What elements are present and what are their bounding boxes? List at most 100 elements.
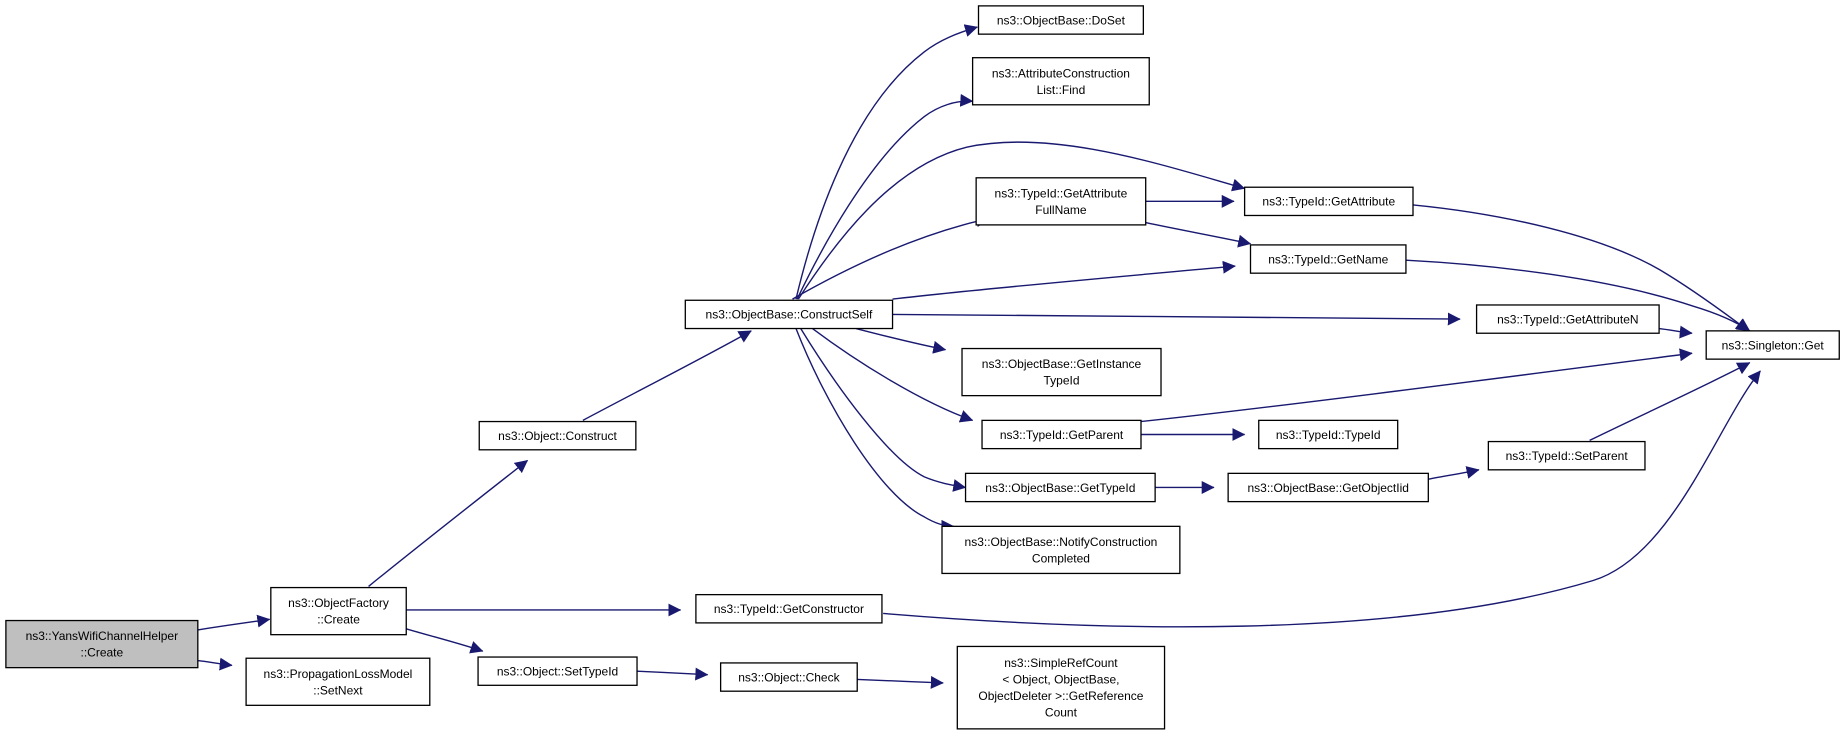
node-simplerefcount[interactable]: ns3::SimpleRefCount< Object, ObjectBase,…	[956, 645, 1166, 730]
node-notifyconstruction[interactable]: ns3::ObjectBase::NotifyConstructionCompl…	[941, 525, 1181, 575]
node-label: ns3::AttributeConstruction	[992, 66, 1130, 80]
edge-factory-create-to-object-settypeid	[406, 629, 484, 654]
edge-getattribute-to-singleton-get	[1413, 205, 1750, 331]
node-layer: ns3::YansWifiChannelHelper::Createns3::O…	[5, 5, 1840, 730]
edge-constructself-to-notifyconstruction	[796, 329, 955, 533]
edge-constructself-to-getattributen	[893, 312, 1461, 326]
node-label: ns3::ObjectBase::NotifyConstruction	[965, 535, 1158, 549]
node-getattribute[interactable]: ns3::TypeId::GetAttribute	[1243, 186, 1414, 217]
node-box	[719, 662, 858, 692]
node-box	[477, 656, 638, 686]
node-box	[971, 57, 1150, 106]
node-box	[1705, 330, 1840, 360]
node-doset[interactable]: ns3::ObjectBase::DoSet	[977, 5, 1145, 35]
node-label: ns3::Object::Check	[738, 670, 840, 684]
node-object-check[interactable]: ns3::Object::Check	[719, 662, 858, 692]
edge-constructself-to-getname	[893, 260, 1236, 299]
node-box	[1243, 186, 1414, 217]
node-label: ::Create	[81, 646, 124, 660]
edge-constructself-to-ob-gettypeid	[801, 329, 967, 492]
node-getname[interactable]: ns3::TypeId::GetName	[1249, 244, 1407, 274]
edge-typeid-getparent-to-singleton-get	[1141, 348, 1693, 421]
node-box	[695, 593, 883, 624]
node-getattributen[interactable]: ns3::TypeId::GetAttributeN	[1475, 304, 1660, 334]
node-label: ns3::ObjectBase::ConstructSelf	[706, 308, 873, 322]
node-label: ns3::ObjectFactory	[288, 596, 389, 610]
node-label: ns3::YansWifiChannelHelper	[26, 629, 179, 643]
node-box	[1487, 440, 1646, 471]
node-label: ns3::Object::Construct	[498, 429, 617, 443]
node-label: List::Find	[1037, 83, 1086, 97]
node-box	[270, 586, 407, 636]
node-box	[964, 472, 1156, 503]
node-constructself[interactable]: ns3::ObjectBase::ConstructSelf	[684, 299, 894, 330]
edge-factory-create-to-object-construct	[369, 460, 529, 586]
edge-constructself-to-typeid-getparent	[812, 329, 974, 423]
edge-constructself-to-getattrfullname	[792, 214, 990, 299]
edge-getconstructor-to-singleton-get	[883, 371, 1760, 627]
node-label: ns3::TypeId::GetParent	[1000, 428, 1124, 442]
edge-constructself-to-doset	[796, 24, 978, 299]
edge-yans-create-to-prop-setnext	[198, 657, 233, 671]
node-label: ns3::ObjectBase::DoSet	[997, 13, 1126, 27]
node-box	[684, 299, 894, 330]
node-label: ns3::Singleton::Get	[1722, 338, 1825, 352]
edge-getname-to-singleton-get	[1406, 260, 1751, 331]
node-label: ns3::ObjectBase::GetInstance	[982, 357, 1142, 371]
edge-layer	[198, 24, 1761, 689]
node-object-settypeid[interactable]: ns3::Object::SetTypeId	[477, 656, 638, 686]
node-typeid-typeid[interactable]: ns3::TypeId::TypeId	[1258, 419, 1399, 450]
edge-object-construct-to-constructself	[583, 331, 752, 420]
edge-object-check-to-simplerefcount	[857, 675, 944, 689]
node-box	[1249, 244, 1407, 274]
node-box	[478, 420, 637, 451]
node-typeid-getparent[interactable]: ns3::TypeId::GetParent	[981, 419, 1142, 450]
node-label: ns3::PropagationLossModel	[264, 667, 413, 681]
edge-getattrfullname-to-getname	[1146, 223, 1252, 248]
node-yans-create[interactable]: ns3::YansWifiChannelHelper::Create	[5, 619, 199, 669]
node-box	[5, 619, 199, 669]
node-label: ns3::ObjectBase::GetObjectIid	[1248, 481, 1409, 495]
node-object-construct[interactable]: ns3::Object::Construct	[478, 420, 637, 451]
node-box	[956, 645, 1166, 730]
node-getconstructor[interactable]: ns3::TypeId::GetConstructor	[695, 593, 883, 624]
node-box	[245, 657, 431, 706]
node-getobjectiid[interactable]: ns3::ObjectBase::GetObjectIid	[1227, 472, 1429, 503]
node-label: ns3::TypeId::GetAttribute	[1262, 195, 1395, 209]
node-factory-create[interactable]: ns3::ObjectFactory::Create	[270, 586, 407, 636]
node-label: < Object, ObjectBase,	[1002, 673, 1119, 687]
node-ob-gettypeid[interactable]: ns3::ObjectBase::GetTypeId	[964, 472, 1156, 503]
edge-constructself-to-acl-find	[797, 93, 974, 299]
edge-yans-create-to-factory-create	[198, 614, 271, 630]
node-label: ::Create	[317, 613, 360, 627]
node-label: ns3::TypeId::GetName	[1268, 252, 1388, 266]
node-box	[1227, 472, 1429, 503]
node-prop-setnext[interactable]: ns3::PropagationLossModel::SetNext	[245, 657, 431, 706]
node-label: ns3::Object::SetTypeId	[497, 664, 618, 678]
node-box	[1475, 304, 1660, 334]
node-label: ns3::TypeId::GetConstructor	[714, 602, 864, 616]
node-box	[977, 5, 1145, 35]
node-label: FullName	[1035, 203, 1087, 217]
node-label: ns3::SimpleRefCount	[1004, 656, 1118, 670]
node-box	[1258, 419, 1399, 450]
node-label: ns3::TypeId::SetParent	[1506, 449, 1629, 463]
edge-typeid-setparent-to-singleton-get	[1590, 363, 1751, 441]
node-label: ObjectDeleter >::GetReference	[978, 689, 1143, 703]
node-label: ns3::TypeId::GetAttribute	[995, 186, 1128, 200]
node-singleton-get[interactable]: ns3::Singleton::Get	[1705, 330, 1840, 360]
edge-constructself-to-getinstancetypeid	[856, 329, 947, 354]
node-label: Completed	[1032, 551, 1090, 565]
edge-getattributen-to-singleton-get	[1659, 325, 1693, 339]
node-box	[981, 419, 1142, 450]
node-box	[961, 347, 1162, 397]
node-box	[975, 177, 1147, 226]
node-typeid-setparent[interactable]: ns3::TypeId::SetParent	[1487, 440, 1646, 471]
node-label: ns3::TypeId::GetAttributeN	[1497, 312, 1638, 326]
node-label: ns3::ObjectBase::GetTypeId	[985, 481, 1135, 495]
edge-object-settypeid-to-object-check	[637, 667, 709, 681]
